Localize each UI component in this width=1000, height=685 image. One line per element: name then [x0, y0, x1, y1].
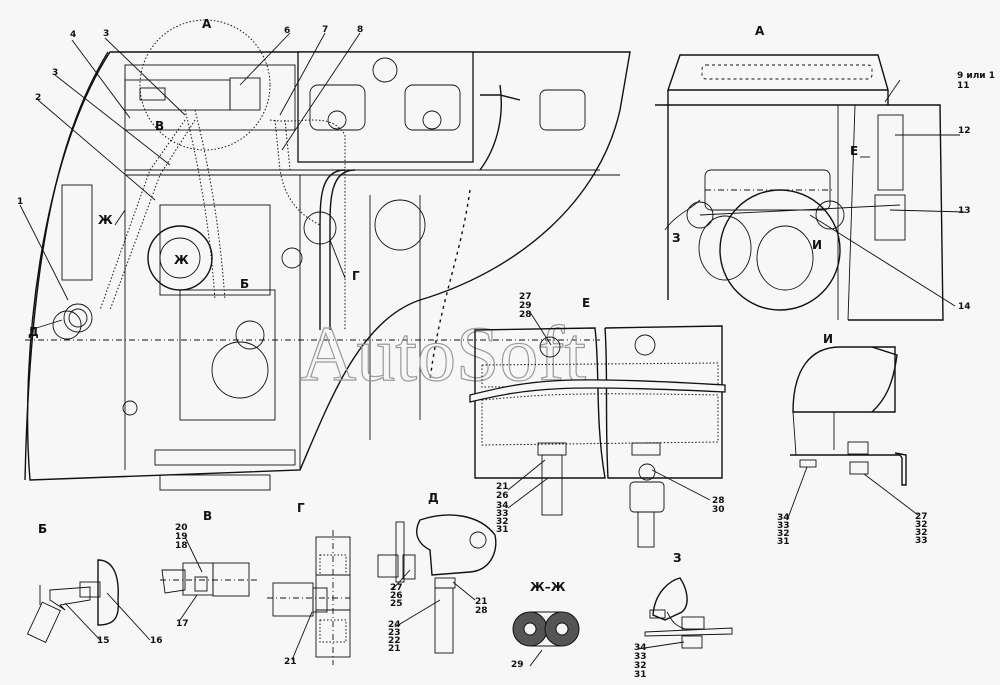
label-33: 33 — [496, 509, 509, 519]
callout-15: 15 — [97, 636, 110, 646]
callout-17: 17 — [176, 619, 189, 629]
marker-g: Г — [352, 269, 360, 283]
view-zh-zh — [512, 611, 580, 667]
callout-9-or-1: 9 или 1 — [957, 71, 995, 81]
label-30: 30 — [712, 505, 725, 515]
view-d — [377, 514, 497, 654]
view-b-title: Б — [38, 522, 47, 536]
label-33: 33 — [777, 521, 790, 531]
view-e-stack-top: 27 29 28 — [519, 292, 532, 320]
callout-8: 8 — [357, 25, 363, 35]
callout-11: 11 — [957, 81, 970, 91]
callout-3a: 3 — [52, 68, 58, 78]
callout-21: 21 — [284, 657, 297, 667]
view-a — [655, 54, 966, 321]
label-31: 31 — [634, 670, 647, 680]
view-i — [787, 346, 919, 519]
view-d-title: Д — [428, 491, 439, 505]
marker-d: Д — [28, 325, 39, 339]
label-20: 20 — [175, 523, 188, 533]
view-d-stack-right: 21 28 — [475, 597, 488, 616]
view-e-stack-right: 28 30 — [712, 496, 725, 515]
label-28: 28 — [712, 496, 725, 506]
label-33: 33 — [915, 536, 928, 546]
view-i-stack-right: 27 32 32 33 — [915, 512, 928, 546]
view-i-title: И — [823, 332, 833, 346]
label-26: 26 — [390, 591, 403, 601]
label-21: 21 — [388, 644, 401, 654]
label-18: 18 — [175, 541, 188, 551]
view-v-title: В — [203, 509, 212, 523]
callout-4: 4 — [70, 30, 76, 40]
label-33: 33 — [634, 652, 647, 662]
label-32b: 32 — [915, 528, 928, 538]
valve-right — [404, 84, 461, 131]
view-d-stack-left: 27 26 25 — [390, 583, 403, 609]
label-27: 27 — [915, 512, 928, 522]
label-34: 34 — [634, 643, 647, 653]
marker-zh1: Ж — [98, 213, 113, 227]
label-25: 25 — [390, 599, 403, 609]
label-29: 29 — [519, 301, 532, 311]
label-32: 32 — [634, 661, 647, 671]
label-34: 34 — [777, 513, 790, 523]
view-v-stack: 20 19 18 — [175, 523, 188, 551]
label-23: 23 — [388, 628, 401, 638]
marker-b: Б — [240, 277, 249, 291]
view-e — [469, 311, 726, 548]
view-e-title: Е — [582, 296, 590, 310]
view-zh-zh-title: Ж–Ж — [530, 580, 566, 594]
label-19: 19 — [175, 532, 188, 542]
callout-1: 1 — [17, 197, 23, 207]
marker-a: А — [202, 17, 212, 31]
view-e-stack-left1: 21 26 — [496, 482, 509, 501]
label-22: 22 — [388, 636, 401, 646]
view-g — [267, 530, 351, 665]
view-z — [637, 577, 733, 650]
label-27: 27 — [390, 583, 403, 593]
marker-z: З — [672, 231, 681, 245]
label-24: 24 — [388, 620, 401, 630]
label-31: 31 — [496, 525, 509, 535]
view-d-stack-bottom: 24 23 22 21 — [388, 620, 401, 654]
label-28: 28 — [519, 310, 532, 320]
callout-3b: 3 — [103, 29, 109, 39]
view-z-title: З — [673, 551, 682, 565]
view-v — [160, 536, 258, 621]
label-27: 27 — [519, 292, 532, 302]
marker-v: В — [155, 119, 164, 133]
label-21: 21 — [496, 482, 509, 492]
callout-16: 16 — [150, 636, 163, 646]
callout-6: 6 — [284, 26, 290, 36]
marker-zh2: Ж — [174, 253, 189, 267]
view-g-title: Г — [297, 501, 305, 515]
marker-e: Е — [850, 144, 858, 158]
label-28: 28 — [475, 606, 488, 616]
main-callouts: 1 2 3 3 4 6 7 8 А Б В Г Д Ж Ж — [17, 17, 363, 339]
label-32: 32 — [777, 529, 790, 539]
view-b — [26, 559, 151, 643]
label-31: 31 — [777, 537, 790, 547]
view-e-stack-left2: 34 33 32 31 — [496, 501, 509, 535]
view-z-stack: 34 33 32 31 — [634, 643, 647, 680]
label-34: 34 — [496, 501, 509, 511]
callout-12: 12 — [958, 126, 971, 136]
view-i-stack-left: 34 33 32 31 — [777, 513, 790, 547]
callout-13: 13 — [958, 206, 971, 216]
marker-i: И — [812, 238, 822, 252]
label-21: 21 — [475, 597, 488, 607]
label-32: 32 — [496, 517, 509, 527]
main-view — [19, 19, 631, 491]
callout-14: 14 — [958, 302, 971, 312]
label-26: 26 — [496, 491, 509, 501]
callout-2: 2 — [35, 93, 41, 103]
callout-7: 7 — [322, 25, 328, 35]
label-32: 32 — [915, 520, 928, 530]
view-a-title: А — [755, 24, 765, 38]
callout-29: 29 — [511, 660, 524, 670]
